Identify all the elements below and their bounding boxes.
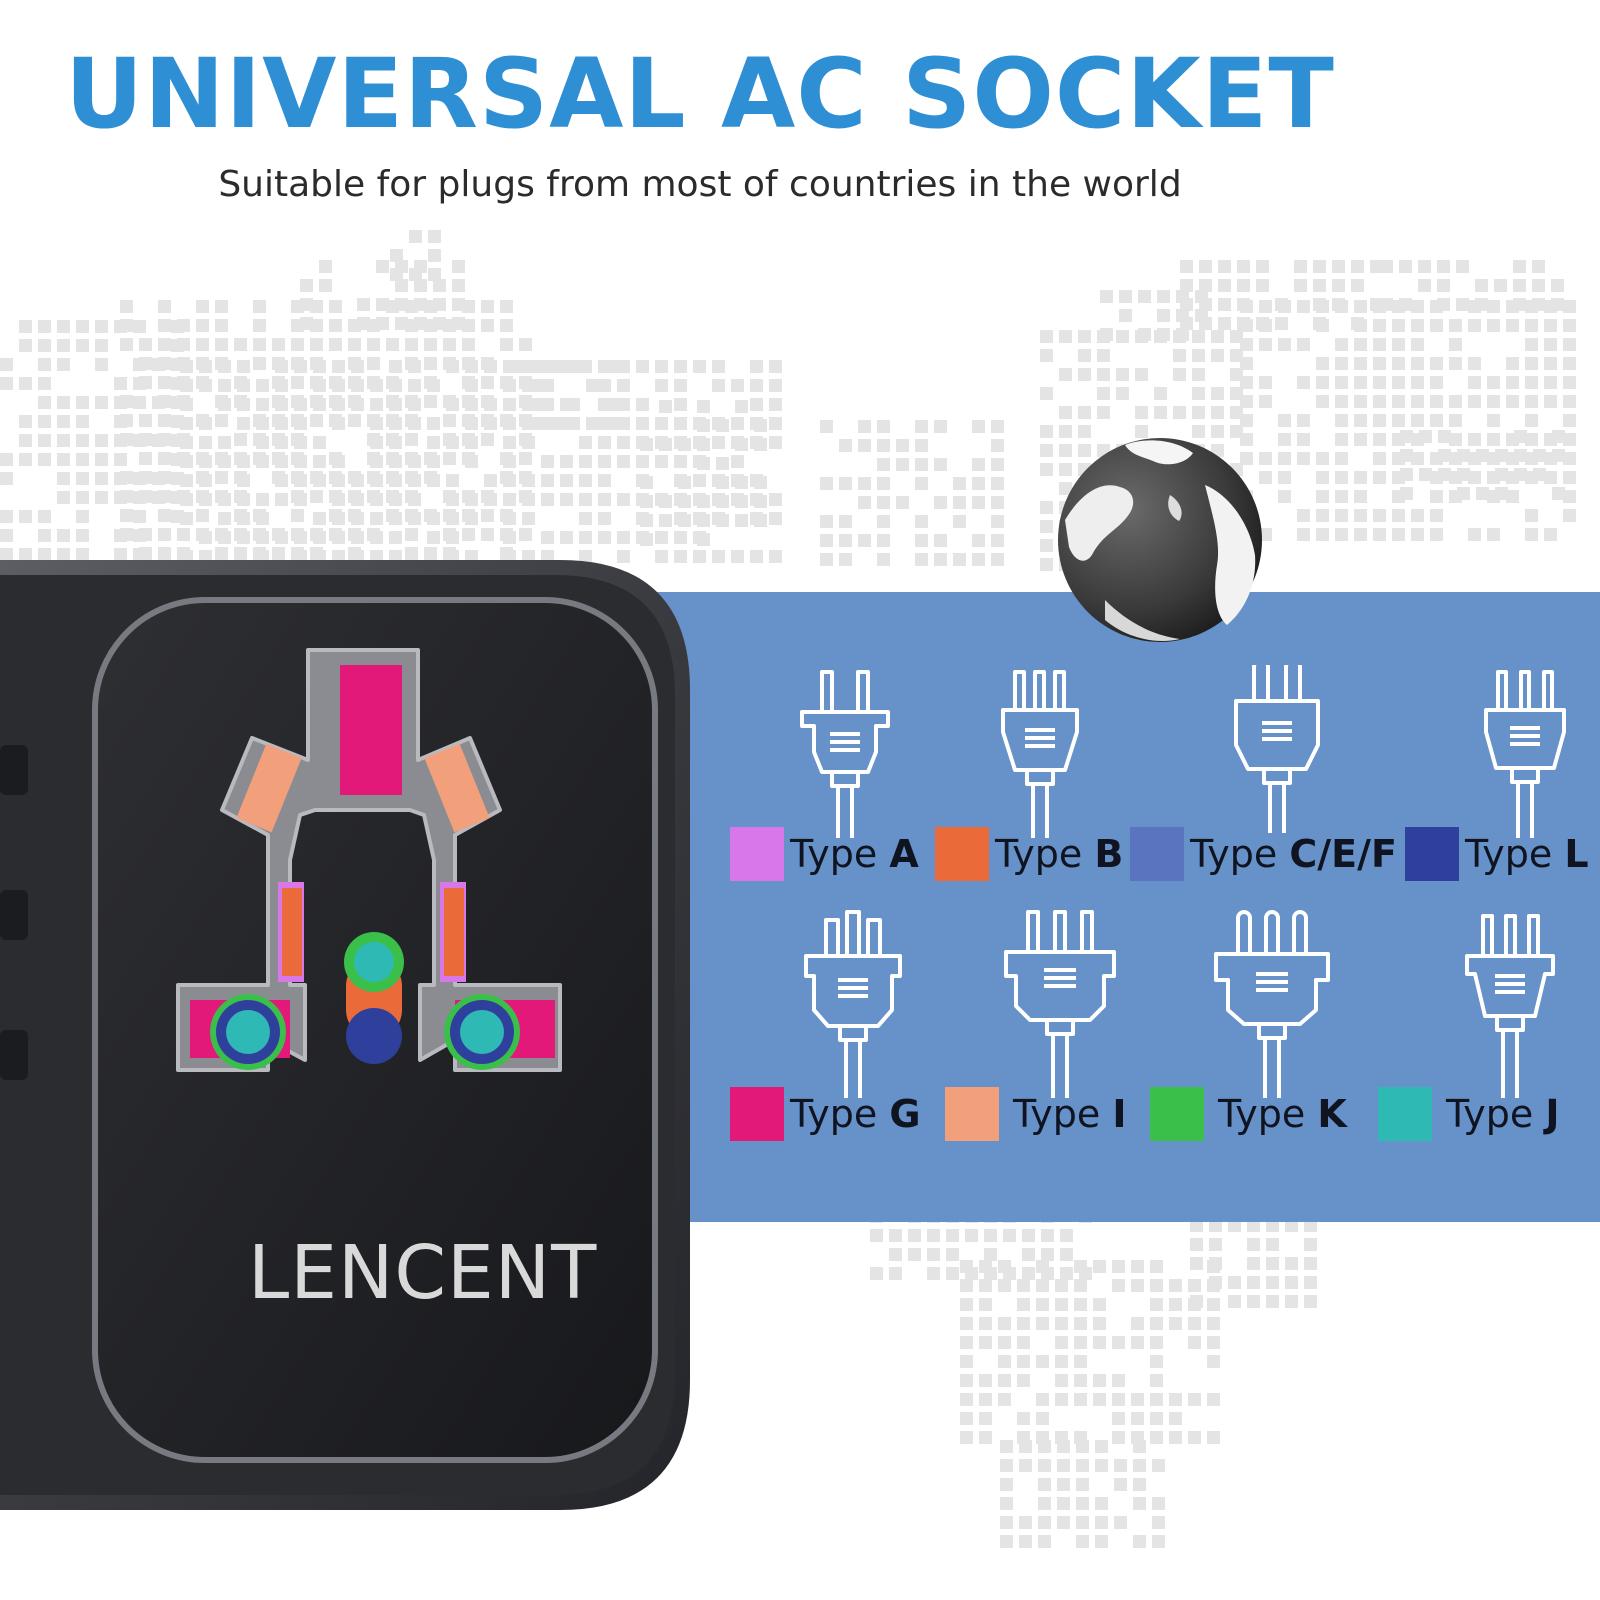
- legend-item-type-k: Type K: [1150, 1086, 1347, 1142]
- plug-icon-type-j: [1465, 914, 1555, 1098]
- plug-icon-type-a: [800, 670, 890, 838]
- legend-swatch: [730, 1087, 784, 1141]
- legend-item-type-j: Type J: [1378, 1086, 1560, 1142]
- legend-swatch: [1130, 827, 1184, 881]
- legend-item-type-cef: Type C/E/F: [1130, 826, 1397, 882]
- legend-swatch: [945, 1087, 999, 1141]
- legend-label: Type K: [1218, 1092, 1347, 1136]
- page-subtitle: Suitable for plugs from most of countrie…: [218, 164, 1182, 205]
- plug-icon-type-b: [1001, 670, 1079, 838]
- legend-label: Type L: [1465, 832, 1589, 876]
- legend-label: Type C/E/F: [1190, 832, 1397, 876]
- legend-label: Type B: [995, 832, 1124, 876]
- plug-icon-type-i: [1004, 910, 1116, 1098]
- legend-swatch: [730, 827, 784, 881]
- legend-swatch: [1378, 1087, 1432, 1141]
- legend-label: Type A: [790, 832, 919, 876]
- plug-icon-type-g: [804, 910, 902, 1098]
- plug-icon-type-l: [1484, 670, 1566, 838]
- legend-item-type-i: Type I: [945, 1086, 1127, 1142]
- universal-socket-icon: [176, 648, 562, 1072]
- legend-label: Type J: [1446, 1092, 1560, 1136]
- legend-item-type-l: Type L: [1405, 826, 1589, 882]
- page-title: UNIVERSAL AC SOCKET: [65, 38, 1335, 150]
- legend-swatch: [1150, 1087, 1204, 1141]
- legend-item-type-a: Type A: [730, 826, 919, 882]
- plug-icon-type-k: [1214, 910, 1330, 1098]
- plug-icon-type-cef: [1234, 665, 1320, 833]
- legend-item-type-g: Type G: [730, 1086, 921, 1142]
- travel-adapter-device: [0, 560, 690, 1510]
- legend-swatch: [1405, 827, 1459, 881]
- map-dots: [0, 230, 1576, 1548]
- globe-icon: [1058, 438, 1262, 642]
- brand-logo: LENCENT: [248, 1230, 598, 1316]
- legend-label: Type G: [790, 1092, 921, 1136]
- legend-swatch: [935, 827, 989, 881]
- legend-item-type-b: Type B: [935, 826, 1123, 882]
- legend-label: Type I: [1013, 1092, 1127, 1136]
